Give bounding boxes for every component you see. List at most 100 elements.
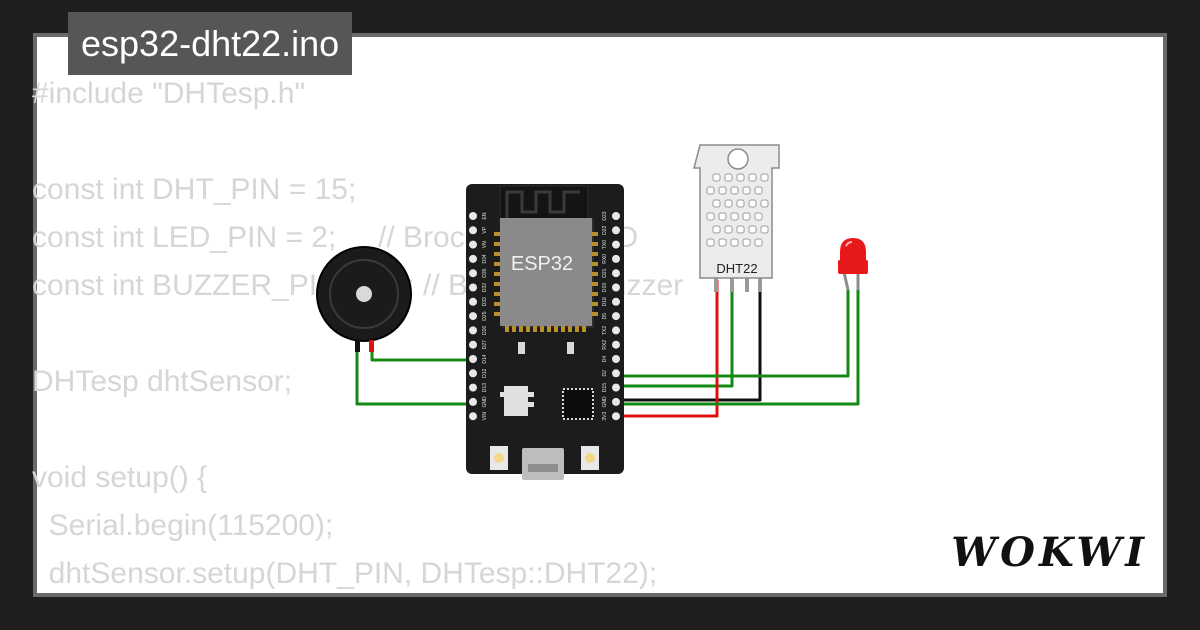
pin-label: RX0 (602, 254, 608, 264)
pin-label: TX2 (602, 326, 608, 335)
pin-d34[interactable] (469, 254, 477, 263)
pin-label: D35 (482, 268, 488, 277)
wire-led-anode[interactable] (615, 290, 850, 378)
pin-label: D23 (602, 211, 608, 220)
sensor-grille-hole (724, 199, 733, 208)
sensor-grille-hole (742, 212, 751, 221)
pin-vin[interactable] (469, 412, 477, 421)
pin-label: VIN (482, 412, 488, 421)
pin-d5[interactable] (612, 312, 620, 321)
sensor-grille-hole (760, 199, 769, 208)
sensor-grille-hole (706, 186, 715, 195)
sensor-grille-hole (742, 186, 751, 195)
pin-label: 3V3 (602, 412, 608, 421)
pin-d35[interactable] (469, 269, 477, 278)
right-pin-header: D23D22TX0RX0D21D19D18D5TX2RX2D4D2D15GND3… (602, 211, 620, 421)
code-line: Serial.begin(115200); (48, 509, 334, 542)
pin-d13[interactable] (469, 383, 477, 392)
red-led[interactable] (838, 238, 868, 291)
pin-vn[interactable] (469, 240, 477, 249)
sensor-grille-hole (724, 225, 733, 234)
esp32-board[interactable]: ESP32 ENVPVND34D35D32D33D25D26D27D14D12D… (466, 184, 624, 480)
left-pin-header: ENVPVND34D35D32D33D25D26D27D14D12D13GNDV… (469, 212, 488, 420)
sensor-grille-hole (718, 238, 727, 247)
esp32-label: ESP32 (511, 253, 573, 275)
sensor-grille-hole (706, 212, 715, 221)
pin-tx0[interactable] (612, 240, 620, 249)
sensor-grille-hole (748, 225, 757, 234)
pin-label: VP (482, 226, 488, 233)
wire-dht-data[interactable] (615, 280, 734, 388)
sensor-grille-hole (748, 199, 757, 208)
pin-en[interactable] (469, 212, 477, 220)
pin-d14[interactable] (469, 355, 477, 363)
pin-label: D18 (602, 297, 608, 306)
sensor-grille-hole (760, 225, 769, 234)
sensor-grille-hole (718, 186, 727, 195)
pin-rx2[interactable] (612, 340, 620, 349)
wire-dht-ground[interactable] (615, 280, 762, 402)
pin-label: D14 (482, 354, 488, 363)
pin-label: D15 (602, 383, 608, 392)
pin-rx0[interactable] (612, 254, 620, 263)
esp32-chip (500, 218, 592, 326)
pin-gnd[interactable] (612, 397, 620, 406)
pin-label: D19 (602, 283, 608, 292)
sensor-grille-hole (760, 173, 769, 182)
pin-d27[interactable] (469, 340, 477, 349)
sensor-grille-hole (736, 225, 745, 234)
sensor-grille-hole (748, 173, 757, 182)
sensor-grille-hole (712, 173, 721, 182)
pin-label: D25 (482, 311, 488, 320)
pin-d15[interactable] (612, 383, 620, 392)
buzzer[interactable] (316, 246, 412, 352)
dht22-label: DHT22 (716, 261, 757, 276)
pin-label: D5 (602, 313, 608, 320)
sensor-grille-hole (730, 212, 739, 221)
pin-label: D34 (482, 254, 488, 263)
pin-d25[interactable] (469, 312, 477, 321)
sensor-grille-hole (742, 238, 751, 247)
pin-label: D33 (482, 297, 488, 306)
pin-label: D21 (602, 268, 608, 277)
pin-3v3[interactable] (612, 412, 620, 421)
sensor-grille-hole (730, 238, 739, 247)
pin-d12[interactable] (469, 369, 477, 378)
wire-buzzer-ground[interactable] (355, 349, 473, 406)
wire-led-cathode[interactable] (615, 290, 860, 406)
code-line: dhtSensor.setup(DHT_PIN, DHTesp::DHT22); (48, 557, 658, 590)
pin-label: D13 (482, 383, 488, 392)
pin-gnd[interactable] (469, 397, 477, 406)
sensor-grille-hole (730, 186, 739, 195)
pin-d26[interactable] (469, 326, 477, 335)
pin-label: D22 (602, 226, 608, 235)
pin-d23[interactable] (612, 212, 620, 220)
wire-buzzer-signal[interactable] (370, 349, 473, 362)
sensor-grille-hole (736, 199, 745, 208)
pin-label: GND (602, 396, 608, 408)
pin-label: D32 (482, 283, 488, 292)
pin-label: D4 (602, 356, 608, 363)
pin-label: D2 (602, 370, 608, 377)
code-line: DHTesp dhtSensor; (32, 365, 293, 398)
pin-tx2[interactable] (612, 326, 620, 335)
pin-label: TX0 (602, 240, 608, 249)
pin-d4[interactable] (612, 355, 620, 363)
pin-d2[interactable] (612, 369, 620, 378)
pin-d21[interactable] (612, 269, 620, 278)
sensor-grille-hole (754, 238, 763, 247)
sensor-grille-hole (736, 173, 745, 182)
sensor-grille-hole (712, 225, 721, 234)
pin-d32[interactable] (469, 283, 477, 292)
pin-d33[interactable] (469, 297, 477, 306)
wokwi-logo: WOKWI (951, 529, 1144, 576)
sensor-grille-hole (706, 238, 715, 247)
sensor-grille-hole (754, 186, 763, 195)
pin-d19[interactable] (612, 283, 620, 292)
pin-d22[interactable] (612, 226, 620, 235)
wire-dht-vcc[interactable] (615, 280, 719, 418)
dht22-sensor[interactable]: DHT22 (693, 144, 780, 292)
pin-vp[interactable] (469, 226, 477, 235)
sensor-grille-hole (712, 199, 721, 208)
pin-d18[interactable] (612, 297, 620, 306)
